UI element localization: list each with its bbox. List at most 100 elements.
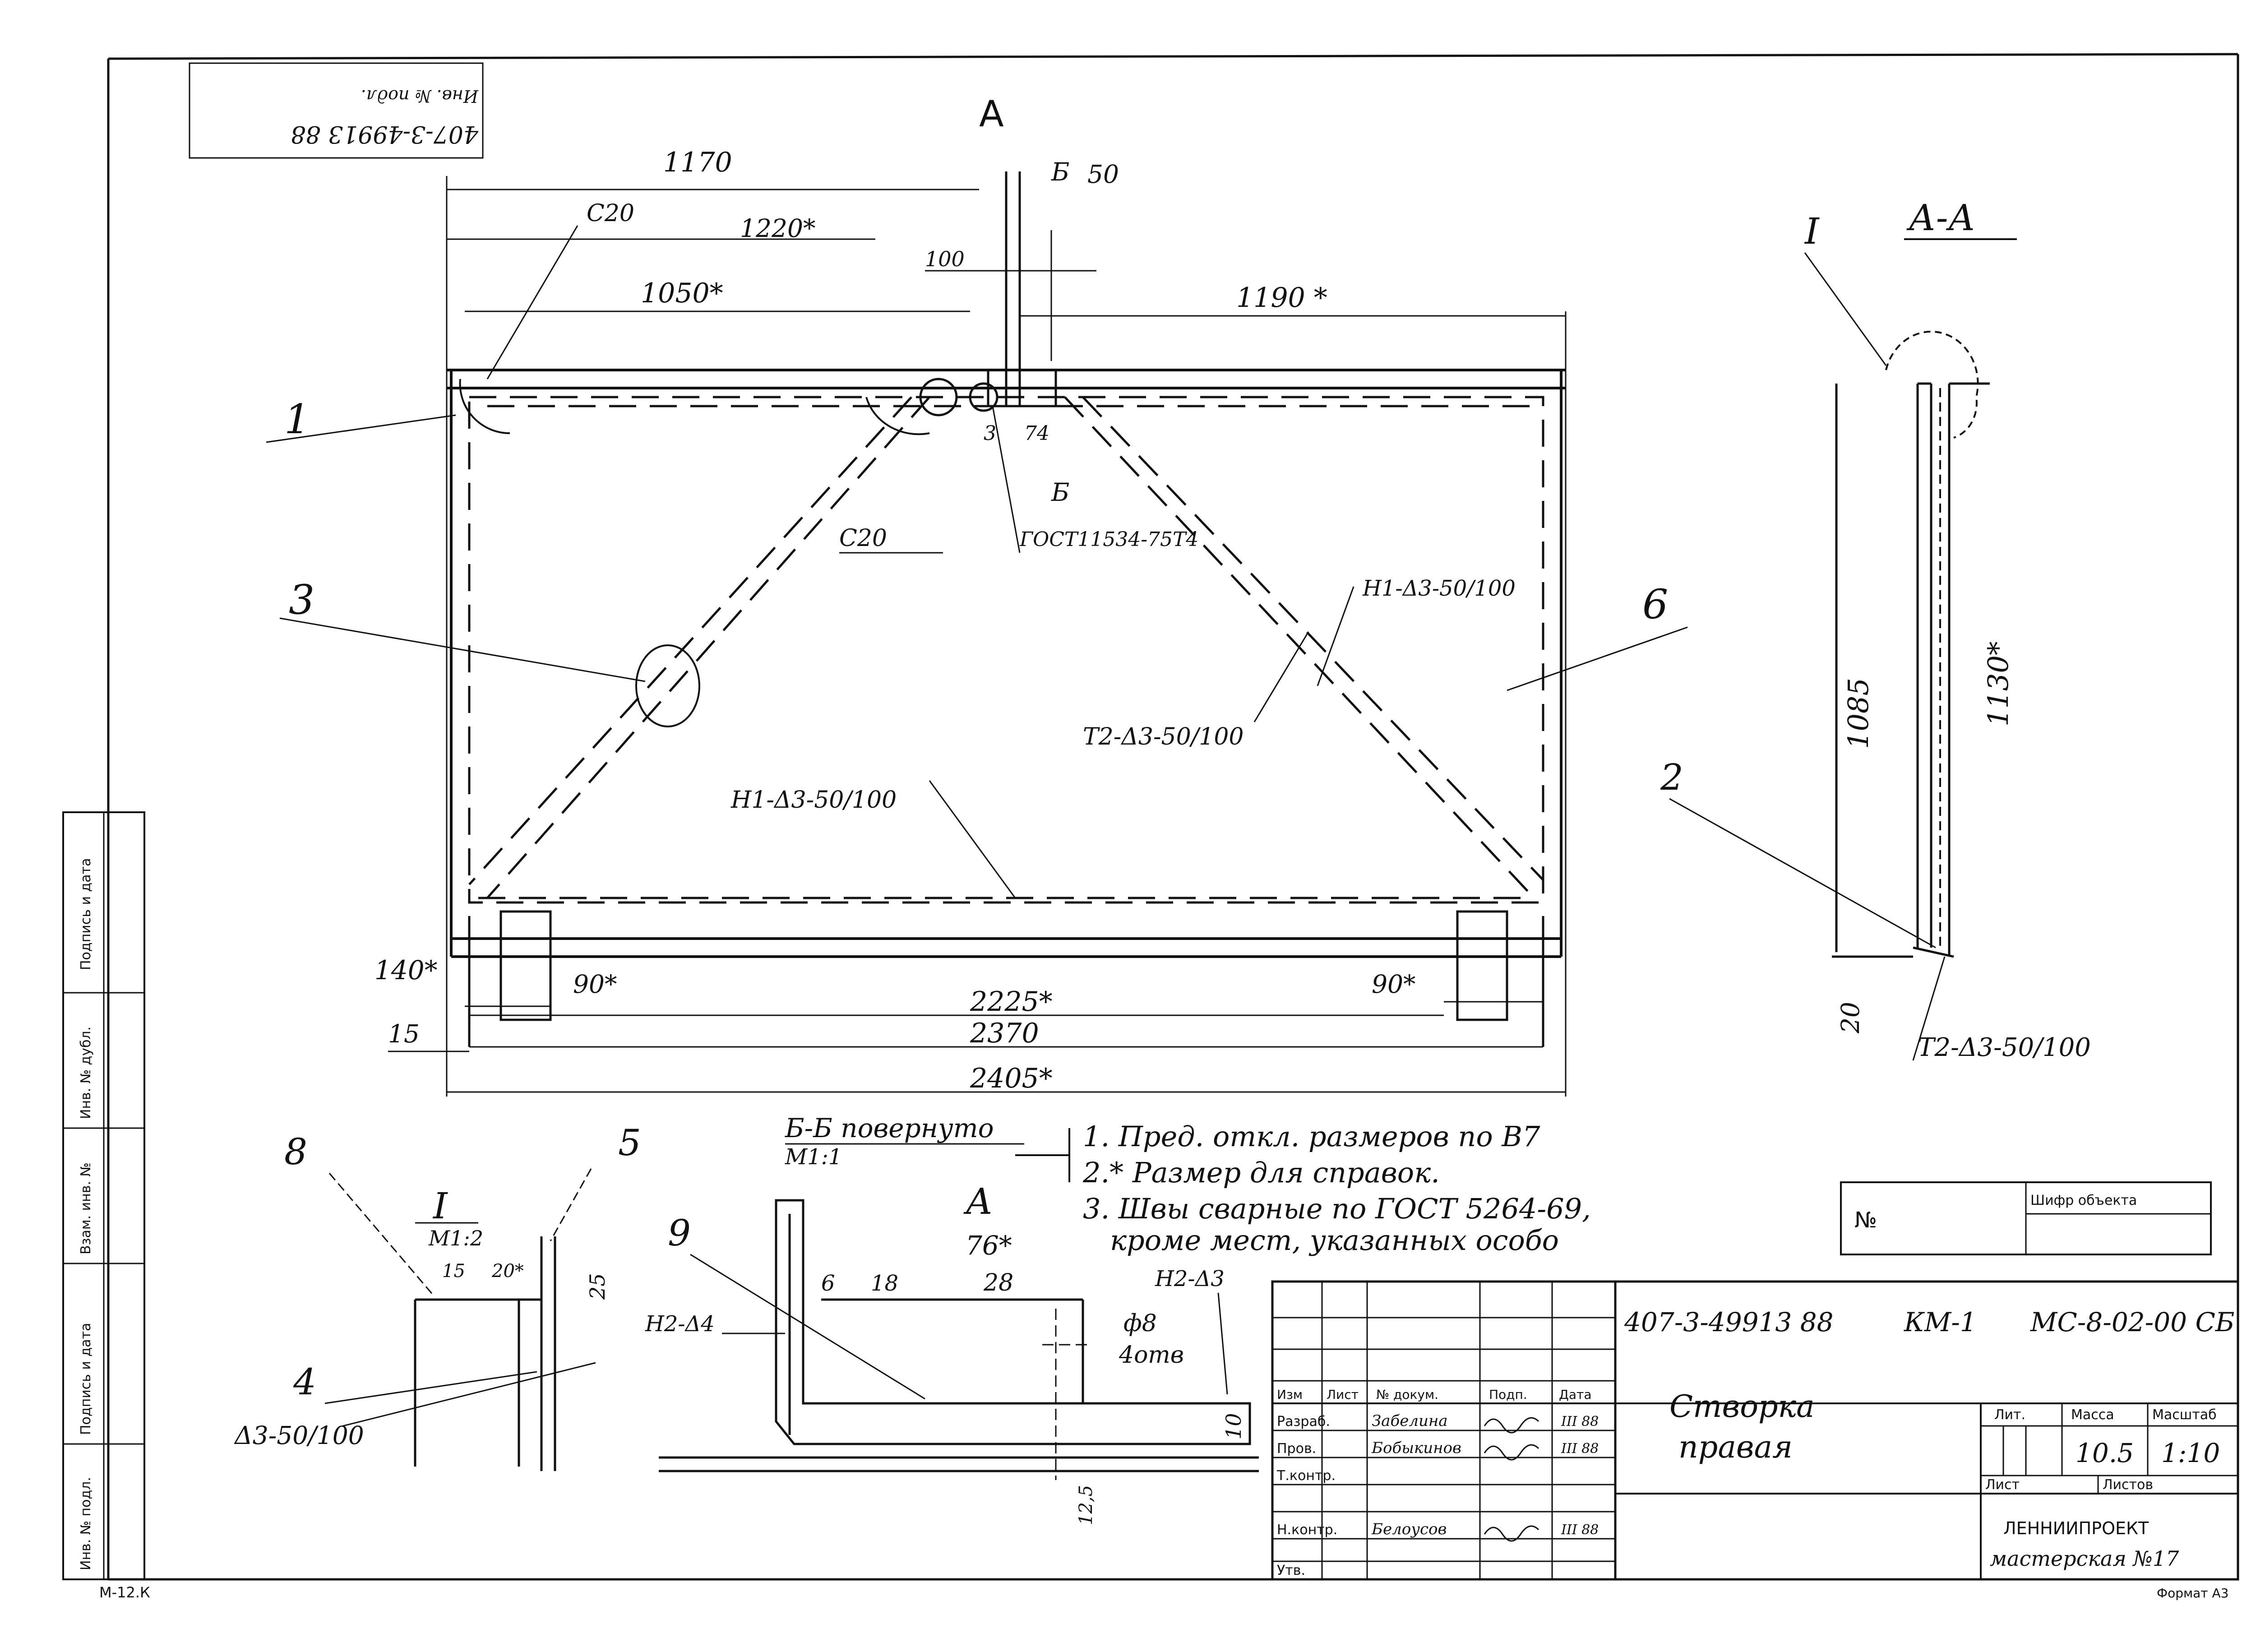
row-date: III 88: [1561, 1522, 1599, 1538]
weld-d3-node: Δ3-50/100: [234, 1421, 364, 1450]
col-date: Дата: [1559, 1387, 1592, 1402]
dim-25: 25: [585, 1273, 610, 1300]
dim-90-right: 90*: [1372, 970, 1416, 999]
dim-90-left: 90*: [573, 970, 617, 999]
dim-18: 18: [871, 1271, 898, 1296]
footer-right: Формат А3: [2157, 1586, 2228, 1601]
col-izm: Изм: [1277, 1387, 1303, 1402]
side-strip-label: Подпись и дата: [78, 858, 94, 971]
dim-6: 6: [821, 1271, 835, 1296]
drawing-name-line2: правая: [1678, 1430, 1793, 1465]
view-a-label: А: [979, 93, 1004, 135]
view-aa-label: А-А: [1906, 197, 1975, 239]
scale-label: Масштаб: [2152, 1407, 2217, 1423]
scale-value: 1:10: [2161, 1438, 2220, 1468]
hole-diameter: ф8: [1123, 1310, 1157, 1337]
org-name: ЛЕННИИПРОЕКТ: [2003, 1518, 2149, 1538]
drawing-number: МС-8-02-00 СБ: [2030, 1307, 2235, 1337]
section-bb-a: А: [963, 1180, 993, 1222]
corner-stamp: 407-3-49913 88 Инв. № подл.: [189, 62, 484, 159]
object-box: № Шифр объекта: [1840, 1181, 2212, 1255]
footer-left: М-12.К: [99, 1584, 150, 1601]
corner-stamp-label: Инв. № подл.: [361, 86, 479, 106]
dim-100: 100: [925, 247, 965, 271]
row-date: III 88: [1561, 1441, 1599, 1457]
weld-t2-right: Т2-Δ3-50/100: [1083, 723, 1244, 750]
weld-gost: ГОСТ11534-75Т4: [1019, 528, 1198, 551]
weld-h1-right: Н1-Δ3-50/100: [1362, 576, 1516, 601]
sheets-label: Листов: [2103, 1477, 2153, 1493]
sheet-mark: КМ-1: [1904, 1307, 1977, 1337]
dim-20-node: 20*: [491, 1261, 524, 1282]
object-no-label: №: [1854, 1208, 1877, 1233]
side-strip-label: Инв. № подл.: [78, 1477, 94, 1570]
row-date: III 88: [1561, 1414, 1599, 1430]
position-4: 4: [293, 1361, 316, 1403]
dim-15-node: 15: [442, 1261, 465, 1282]
col-doc: № докум.: [1376, 1387, 1438, 1402]
dim-10: 10: [1221, 1413, 1246, 1439]
notes: 1. Пред. откл. размеров по В7 2.* Размер…: [1082, 1120, 1591, 1257]
section-bb-label: Б-Б повернуто: [785, 1113, 994, 1143]
node-i: I М1:2 15 20* 25 8 5 4 Δ3-50/100: [234, 1122, 641, 1471]
dim-12-5: 12,5: [1076, 1485, 1096, 1525]
note-2: 2.* Размер для справок.: [1082, 1156, 1440, 1189]
position-6: 6: [1642, 581, 1668, 628]
col-sign: Подп.: [1489, 1387, 1527, 1402]
signatures: [1484, 1417, 1539, 1542]
weld-h2-d4: Н2-Δ4: [645, 1311, 715, 1337]
row-role: Т.контр.: [1276, 1468, 1336, 1484]
drawing-name-line1: Створка: [1669, 1389, 1815, 1425]
weld-h2-d3: Н2-Δ3: [1155, 1266, 1225, 1291]
dim-28: 28: [983, 1269, 1013, 1296]
hole-count: 4отв: [1119, 1342, 1184, 1369]
dim-1170: 1170: [663, 147, 732, 178]
dim-74: 74: [1024, 422, 1049, 445]
dim-76: 76*: [966, 1230, 1012, 1261]
row-name: Белоусов: [1371, 1520, 1447, 1538]
note-3-cont: кроме мест, указанных особо: [1110, 1224, 1559, 1257]
section-bb-scale: М1:1: [785, 1144, 842, 1170]
lit-label: Лит.: [1994, 1407, 2025, 1423]
section-b-mark-top: Б: [1051, 157, 1069, 186]
node-i-label: I: [432, 1185, 448, 1227]
section-b-mark: Б: [1051, 478, 1069, 507]
position-8: 8: [284, 1131, 307, 1173]
section-bb: Б-Б повернуто М1:1 А 76* 6 18 28 10 12,5…: [645, 1113, 1259, 1525]
col-list: Лист: [1327, 1387, 1359, 1402]
dim-1130: 1130*: [1982, 641, 2015, 727]
side-strip-label: Инв. № дубл.: [78, 1027, 94, 1119]
corner-stamp-code: 407-3-49913 88: [291, 120, 479, 148]
org-workshop: мастерская №17: [1990, 1546, 2179, 1571]
mass-value: 10.5: [2076, 1438, 2134, 1468]
position-5: 5: [618, 1122, 641, 1164]
dim-2370: 2370: [970, 1018, 1039, 1049]
weld-c20-mid: С20: [839, 525, 887, 552]
dim-1085: 1085: [1842, 678, 1875, 749]
position-1: 1: [284, 396, 310, 443]
sheet-label: Лист: [1985, 1477, 2020, 1493]
dim-1050: 1050*: [641, 278, 723, 309]
title-block: 407-3-49913 88 КМ-1 МС-8-02-00 СБ Изм Ли…: [1271, 1280, 2239, 1581]
dim-50: 50: [1087, 160, 1119, 189]
dim-1190: 1190 *: [1236, 282, 1327, 314]
position-I: I: [1804, 210, 1820, 252]
position-2: 2: [1660, 756, 1683, 798]
row-role: Н.контр.: [1277, 1522, 1337, 1538]
main-view: А: [266, 93, 1688, 1097]
doc-code: 407-3-49913 88: [1624, 1307, 1834, 1337]
dim-2405: 2405*: [970, 1063, 1053, 1094]
note-3: 3. Швы сварные по ГОСТ 5264-69,: [1083, 1192, 1591, 1225]
dim-1220: 1220*: [740, 214, 815, 243]
position-9: 9: [668, 1212, 691, 1254]
position-3: 3: [289, 576, 314, 624]
object-code-label: Шифр объекта: [2030, 1193, 2137, 1208]
node-i-scale: М1:2: [428, 1226, 483, 1250]
side-strip-label: Взам. инв. №: [78, 1162, 94, 1254]
side-strip-label: Подпись и дата: [78, 1323, 94, 1435]
weld-c20-top: С20: [587, 200, 634, 227]
dim-140: 140*: [374, 955, 438, 986]
mass-label: Масса: [2071, 1407, 2114, 1423]
row-name: Бобыкинов: [1371, 1439, 1461, 1457]
